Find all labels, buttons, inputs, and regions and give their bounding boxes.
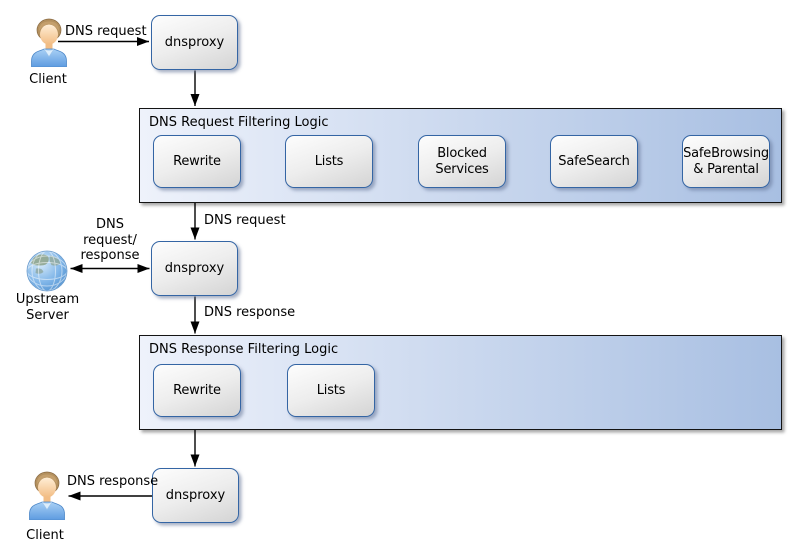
- dnsproxy-label: dnsproxy: [164, 34, 225, 50]
- globe-icon: [26, 250, 68, 292]
- dnsproxy-label: dnsproxy: [164, 260, 225, 276]
- node-dnsproxy-bottom: dnsproxy: [152, 468, 239, 523]
- step-safesearch: SafeSearch: [550, 135, 638, 188]
- step-safebrowsing-parental: SafeBrowsing & Parental: [682, 135, 770, 188]
- step-lists-response: Lists: [287, 364, 375, 417]
- step-label: SafeBrowsing & Parental: [683, 145, 769, 177]
- response-filtering-title: DNS Response Filtering Logic: [149, 342, 339, 357]
- response-filtering-container: DNS Response Filtering Logic Rewrite Lis…: [139, 335, 782, 430]
- step-rewrite-response: Rewrite: [153, 364, 241, 417]
- step-blocked-services: Blocked Services: [418, 135, 506, 188]
- edge-label-dns-request: DNS request: [65, 24, 147, 39]
- step-label: Rewrite: [173, 382, 221, 398]
- node-dnsproxy-top: dnsproxy: [151, 15, 238, 70]
- client-label: Client: [26, 528, 64, 543]
- step-label: Rewrite: [173, 153, 221, 169]
- edge-label-dns-request-response: DNS request/ response: [80, 217, 140, 263]
- client-label: Client: [29, 72, 67, 87]
- step-label: Lists: [314, 153, 344, 169]
- step-label: Blocked Services: [435, 145, 489, 177]
- step-rewrite: Rewrite: [153, 135, 241, 188]
- request-filtering-container: DNS Request Filtering Logic Rewrite List…: [139, 108, 782, 203]
- edge-label-dns-response-client: DNS response: [67, 474, 159, 489]
- request-filtering-title: DNS Request Filtering Logic: [149, 115, 329, 130]
- step-lists: Lists: [285, 135, 373, 188]
- dnsproxy-label: dnsproxy: [165, 487, 226, 503]
- client-icon: [31, 18, 67, 67]
- step-label: SafeSearch: [558, 153, 630, 169]
- edge-label-dns-request-filtered: DNS request: [204, 213, 286, 228]
- edge-label-dns-response: DNS response: [204, 305, 296, 320]
- node-dnsproxy-middle: dnsproxy: [151, 241, 238, 296]
- client-icon: [29, 471, 65, 520]
- upstream-server-label: Upstream Server: [15, 292, 80, 323]
- step-label: Lists: [316, 382, 346, 398]
